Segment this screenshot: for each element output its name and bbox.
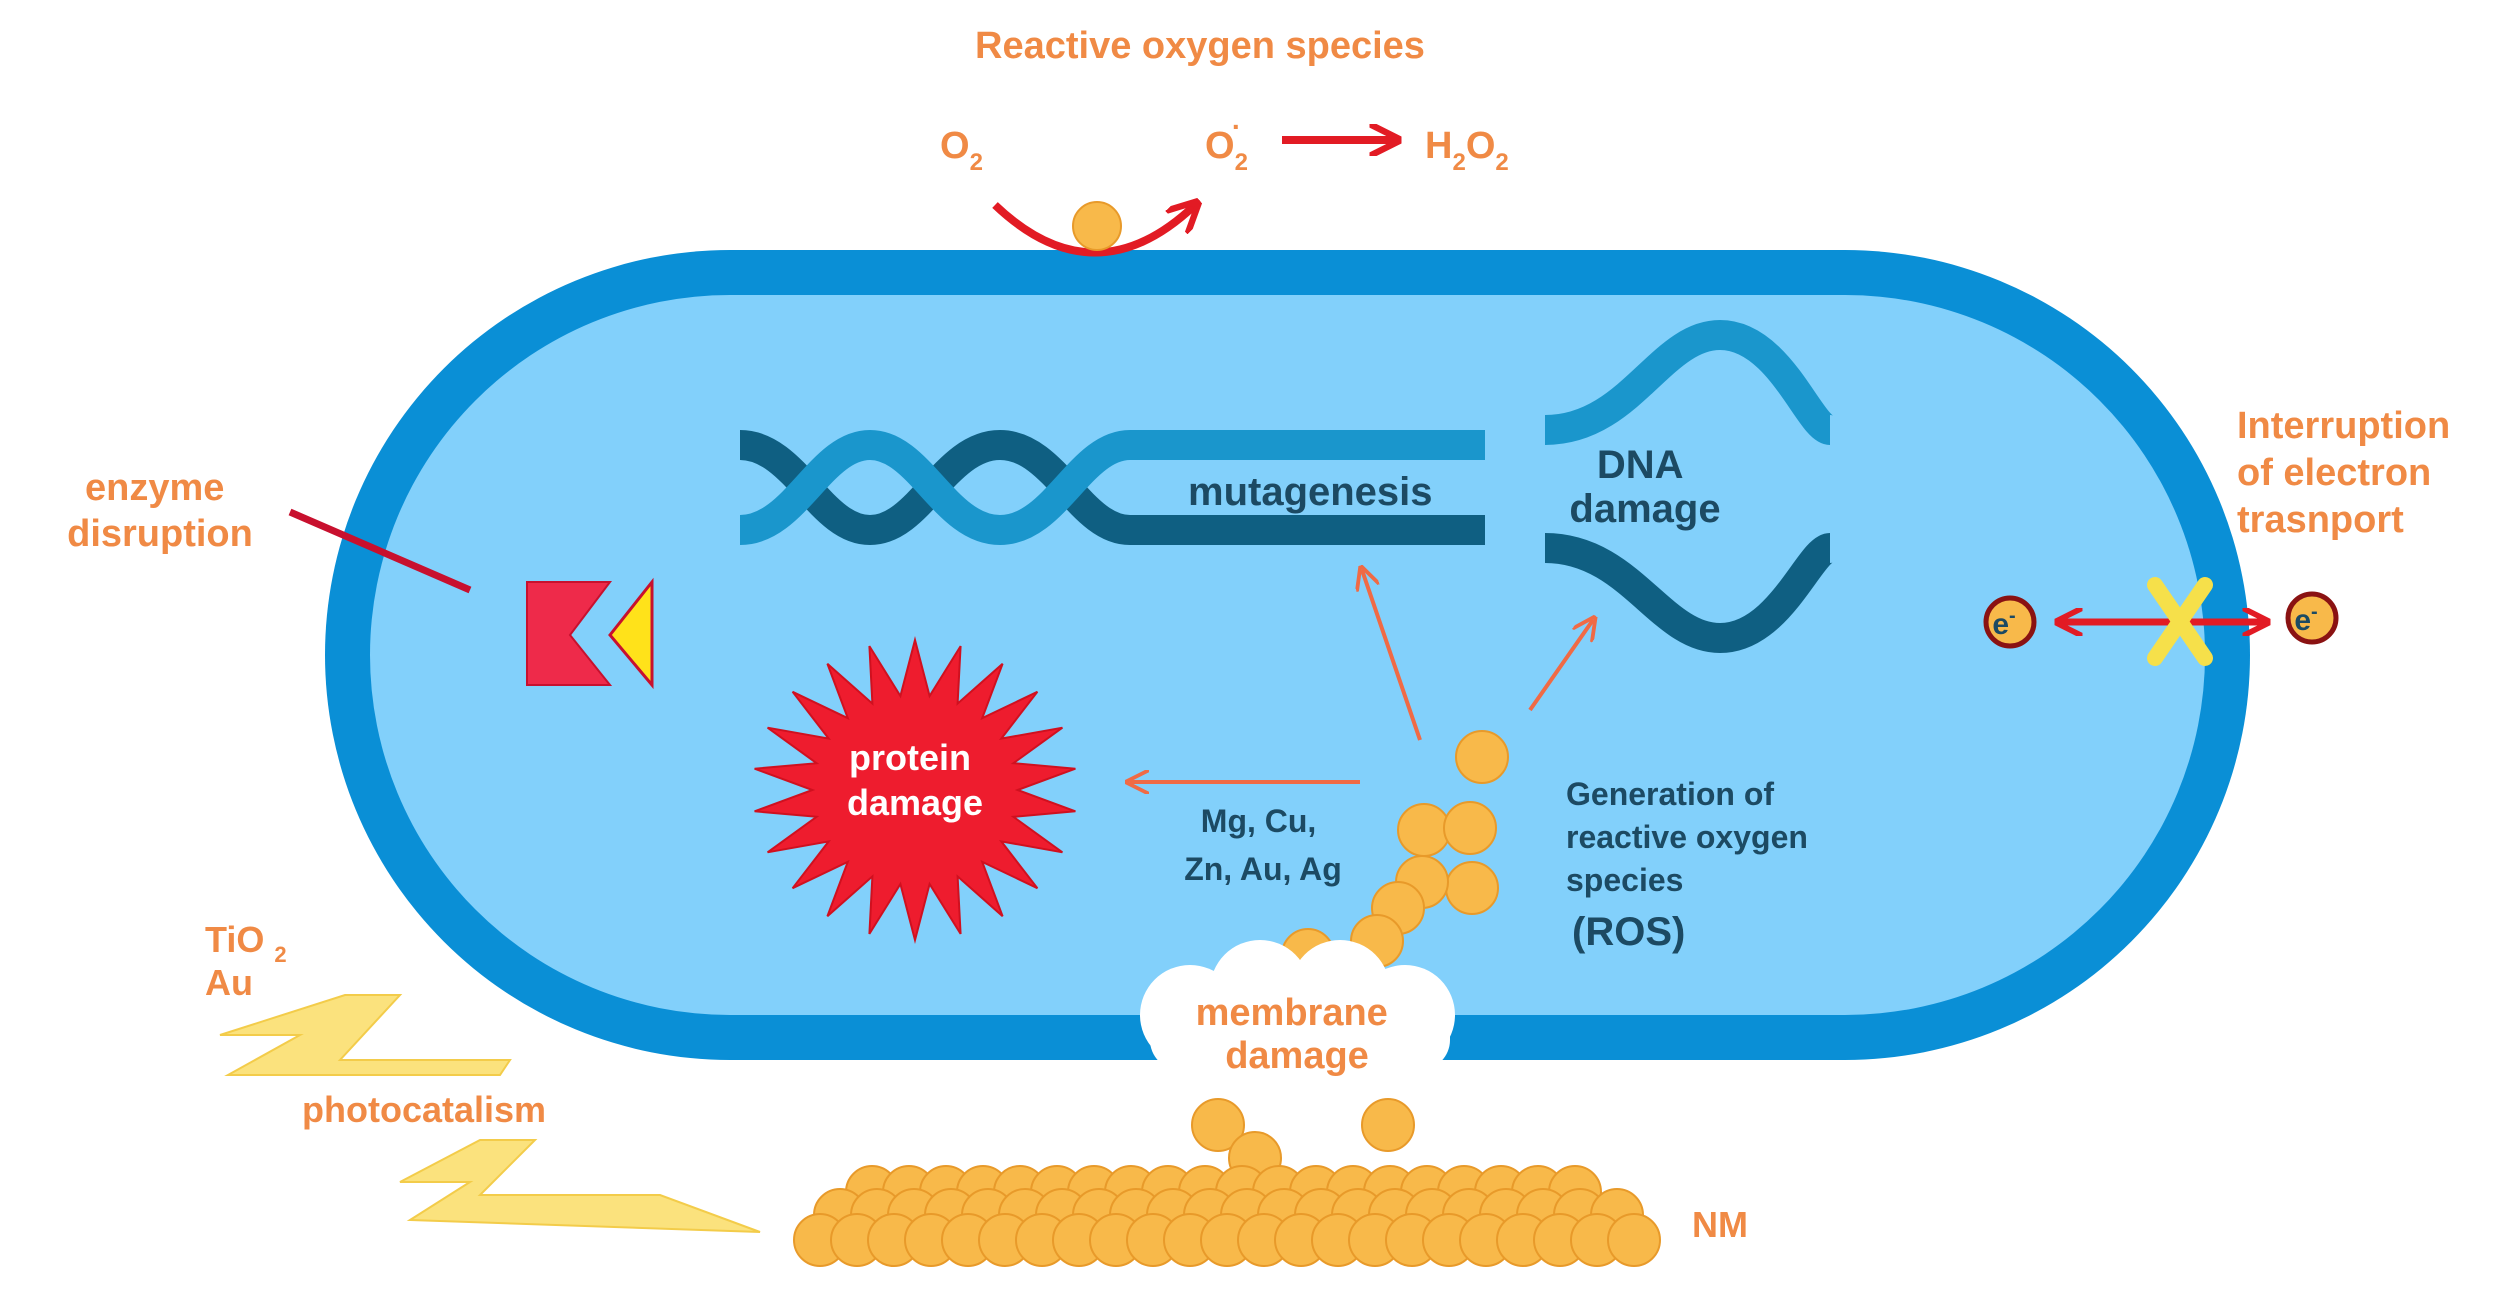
lightning-bolt-upper: [219, 994, 512, 1076]
membrane-damage: membrane damage: [1140, 940, 1455, 1115]
electron-left: e-: [1983, 595, 2037, 649]
surface-nanoparticle: [1072, 201, 1122, 251]
enzyme-disruption: enzyme disruption: [67, 467, 654, 690]
ros-abbreviation: (ROS): [1572, 910, 1685, 954]
arrow-to-dna-damage: [1528, 620, 1593, 712]
enzyme-pointer-line: [288, 508, 472, 594]
interruption-label: Interruption of electron trasnport: [2237, 405, 2461, 541]
metals-label: Mg, Cu, Zn, Au, Ag: [1184, 803, 1342, 887]
svg-text:e-: e-: [1992, 605, 2015, 641]
enzyme-shape: [526, 581, 613, 686]
electron-transport: Interruption of electron trasnport e- e-: [1983, 405, 2461, 666]
svg-text:e-: e-: [2294, 601, 2317, 637]
nanoparticle: [1443, 801, 1497, 855]
h2o2-formula: H2O2: [1425, 125, 1509, 176]
substrate-shape: [608, 577, 654, 690]
mutagenesis-label: mutagenesis: [1188, 470, 1433, 514]
block-x-mark: [2147, 577, 2213, 666]
au-label: Au: [205, 962, 253, 1003]
protein-damage-label: protein damage: [847, 737, 983, 823]
nanoparticle: [1455, 730, 1509, 784]
nanoparticle: [1445, 861, 1499, 915]
protein-damage: protein damage: [754, 636, 1076, 944]
membrane-damage-label: membrane damage: [1196, 992, 1399, 1077]
nanoparticle: [1397, 803, 1451, 857]
o2-formula: O2: [940, 125, 983, 176]
protein-damage-star: [754, 636, 1076, 944]
ros-title: Reactive oxygen species: [975, 25, 1425, 67]
nanoparticle: [1361, 1098, 1415, 1152]
nanoparticle: [1191, 1098, 1245, 1152]
nm-label: NM: [1692, 1204, 1748, 1245]
ros-curved-arrow: [992, 205, 1195, 257]
ros-generation-label: Generation of reactive oxygen species: [1566, 776, 1817, 898]
ros-reaction: Reactive oxygen species O2 O2· H2O2: [940, 25, 1509, 257]
enzyme-label: enzyme disruption: [67, 467, 253, 555]
lightning-bolt-lower: [399, 1139, 761, 1233]
nanoparticle: [1607, 1213, 1661, 1267]
broken-dna-dark: [1544, 533, 1835, 654]
superoxide-formula: O2·: [1205, 111, 1248, 176]
nanomaterial-pile: [793, 1098, 1661, 1267]
dna-damage-label: DNA damage: [1569, 443, 1720, 531]
effect-arrows: [1130, 570, 1593, 782]
arrow-to-mutagenesis: [1362, 570, 1422, 741]
electron-right: e-: [2285, 591, 2339, 645]
dna-strand-light: [738, 429, 1485, 546]
photocatalism-label: photocatalism: [302, 1089, 546, 1130]
broken-dna-light: [1544, 319, 1835, 445]
dna-strands: mutagenesis DNA damage: [738, 319, 1835, 654]
membrane-damage-cloud: [1140, 940, 1455, 1115]
